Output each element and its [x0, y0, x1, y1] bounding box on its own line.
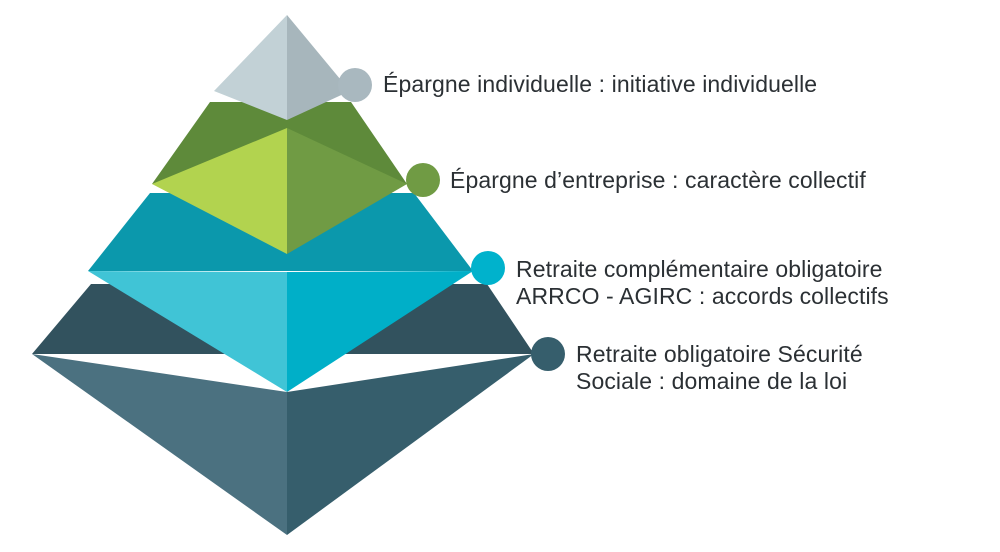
level-4-label-line-1: Retraite obligatoire Sécurité: [576, 341, 863, 367]
pyramid-level-3-left-face: [88, 271, 287, 392]
level-3-dot: [471, 251, 505, 285]
level-1-label-line-1: Épargne individuelle : initiative indivi…: [383, 71, 818, 97]
pyramid-level-2-right-face: [287, 128, 407, 254]
level-2-label: Épargne d’entreprise : caractère collect…: [450, 167, 866, 194]
level-1-label: Épargne individuelle : initiative indivi…: [383, 71, 817, 98]
pyramid-level-4-right-face: [287, 354, 534, 535]
pyramid-level-4-left-face: [32, 354, 287, 535]
level-3-label-line-1: Retraite complémentaire obligatoire: [516, 256, 883, 282]
level-4-label: Retraite obligatoire Sécurité Sociale : …: [576, 341, 863, 395]
pyramid-level-2: [152, 102, 407, 254]
pyramid-level-1-right-face: [287, 15, 350, 120]
pyramid-level-2-left-face: [152, 128, 287, 254]
level-3-label-line-2: ARRCO - AGIRC : accords collectifs: [516, 283, 889, 309]
level-4-label-line-2: Sociale : domaine de la loi: [576, 368, 848, 394]
pyramid-level-1-left-face: [214, 15, 287, 120]
level-1-dot: [338, 68, 372, 102]
level-4-dot: [531, 337, 565, 371]
pyramid-level-1: [214, 15, 350, 120]
level-2-label-line-1: Épargne d’entreprise : caractère collect…: [450, 167, 866, 193]
level-3-label: Retraite complémentaire obligatoire ARRC…: [516, 256, 889, 310]
pyramid-level-3-right-face: [287, 271, 473, 392]
level-2-dot: [406, 163, 440, 197]
